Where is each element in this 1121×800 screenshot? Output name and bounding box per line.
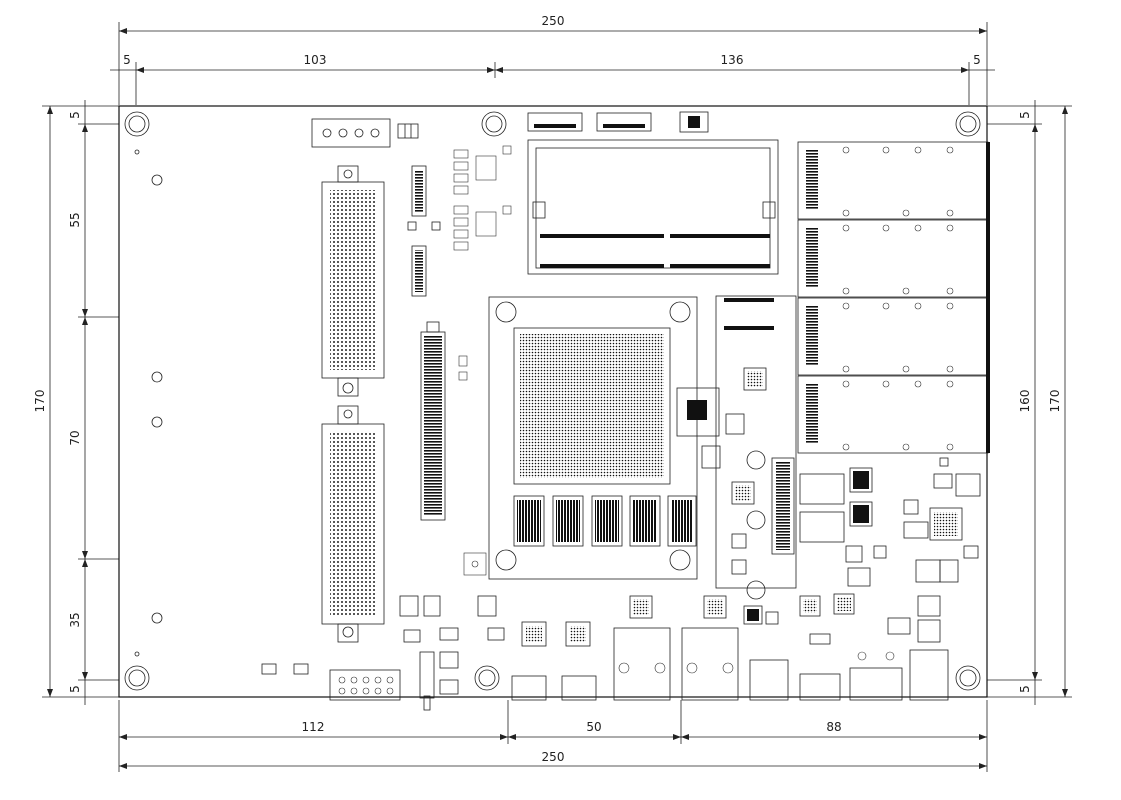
edge-connector-upper [321,165,385,397]
power-connector [311,118,419,148]
dim-left-top-margin: 5 [68,111,82,119]
mounting-holes [124,111,981,691]
dim-top-left-margin: 5 [123,53,131,67]
dim-right-total: 170 [1048,390,1062,413]
soc-module [488,296,698,580]
edge-connector-lower [321,405,385,643]
mezzanine-connector [420,321,446,521]
sfp-cages [797,141,990,454]
dim-right-bottom-margin: 5 [1018,685,1032,693]
dim-bottom-left-span: 112 [302,720,325,734]
ics-right [799,457,981,643]
dim-left-lower: 35 [68,612,82,627]
dim-top-right-margin: 5 [973,53,981,67]
bottom-io-connectors [261,627,949,711]
dimension-lines [42,22,1072,772]
dim-top-left-span: 103 [304,53,327,67]
dim-top-right-span: 136 [721,53,744,67]
top-fpc-connectors [527,111,709,133]
dim-left-bottom-margin: 5 [68,685,82,693]
dim-left-middle: 70 [68,430,82,445]
dim-bottom-right-span: 88 [826,720,841,734]
ics-middle [676,367,767,600]
passive-components-left [453,145,512,576]
small-connectors-upper [407,165,441,297]
dim-left-total: 170 [33,390,47,413]
dim-bottom-mid-span: 50 [586,720,601,734]
sodimm-slot [527,139,779,275]
dim-right-top-margin: 5 [1018,111,1032,119]
fmc-connector [715,295,797,589]
dim-bottom-total: 250 [542,750,565,764]
dim-left-upper: 55 [68,212,82,227]
dim-right-span: 160 [1018,390,1032,413]
dim-top-total: 250 [542,14,565,28]
dimension-arrows [47,28,1068,769]
ics-lower [399,593,855,647]
